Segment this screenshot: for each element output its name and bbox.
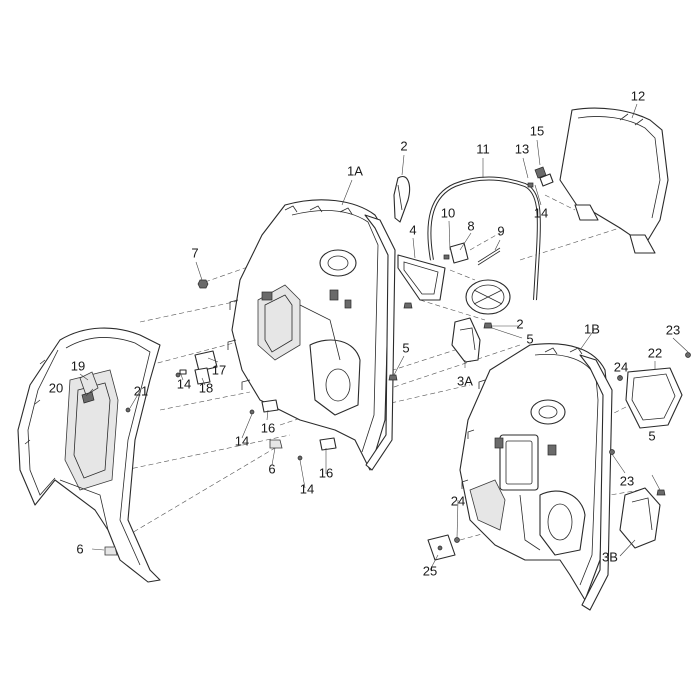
- callout-10: 10: [441, 206, 455, 221]
- part-12-rear-cover: [559, 107, 669, 254]
- callout-6: 6: [268, 462, 275, 477]
- callout-14d: 14: [300, 482, 314, 497]
- part-3a-bracket: [451, 317, 481, 363]
- small-hardware-parts: [79, 279, 691, 556]
- callout-labels: 12 15 13 14 11 2 1A 10 8 9 4 7 2 5 23 1B…: [49, 89, 680, 579]
- part-front-frame: [17, 327, 161, 583]
- part-3b-bracket: [619, 487, 661, 549]
- parts-13-15-fittings: [527, 166, 554, 188]
- callout-3a: 3A: [457, 374, 473, 389]
- callout-5b: 5: [402, 341, 409, 356]
- callout-14: 14: [534, 206, 548, 221]
- callout-14b: 14: [177, 377, 191, 392]
- callout-8: 8: [467, 219, 474, 234]
- callout-20: 20: [49, 381, 63, 396]
- callout-23: 23: [666, 323, 680, 338]
- callout-12: 12: [631, 89, 645, 104]
- callout-9: 9: [497, 224, 504, 239]
- callout-23b: 23: [620, 474, 634, 489]
- callout-4: 4: [409, 223, 416, 238]
- part-2-round-cap: [465, 279, 511, 315]
- callout-11: 11: [476, 142, 490, 157]
- callout-25: 25: [423, 564, 437, 579]
- callout-21: 21: [134, 384, 148, 399]
- part-2-lens: [393, 176, 411, 223]
- callout-24: 24: [614, 360, 628, 375]
- callout-22: 22: [648, 346, 662, 361]
- callout-1a: 1A: [347, 164, 363, 179]
- callout-18: 18: [199, 381, 213, 396]
- callout-15: 15: [530, 124, 544, 139]
- callout-17: 17: [212, 363, 226, 378]
- callout-16: 16: [261, 421, 275, 436]
- part-11-hose: [427, 176, 541, 301]
- callout-2b: 2: [516, 317, 523, 332]
- callout-19: 19: [71, 359, 85, 374]
- callout-1b: 1B: [584, 322, 600, 337]
- part-22-panel: [625, 367, 683, 429]
- callout-7: 7: [191, 246, 198, 261]
- callout-6b: 6: [76, 542, 83, 557]
- callout-5: 5: [526, 332, 533, 347]
- callout-16b: 16: [319, 466, 333, 481]
- parts-8-10-9-fittings: [443, 242, 501, 266]
- part-25-plate: [427, 534, 456, 561]
- callout-5c: 5: [648, 429, 655, 444]
- callout-2: 2: [400, 139, 407, 154]
- callout-24b: 24: [451, 494, 465, 509]
- callout-13: 13: [515, 142, 529, 157]
- callout-14c: 14: [235, 434, 249, 449]
- part-1a-inner-shield: [227, 199, 396, 471]
- leader-lines: [79, 103, 689, 571]
- part-1b-rear-shield: [459, 343, 613, 611]
- part-4-tray: [397, 254, 446, 301]
- callout-3b: 3B: [602, 550, 618, 565]
